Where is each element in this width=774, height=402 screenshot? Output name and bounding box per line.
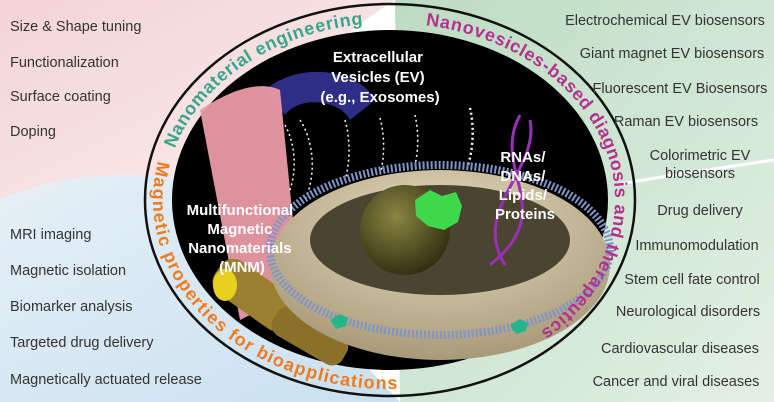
list-item: Raman EV biosensors bbox=[614, 114, 758, 130]
ev-label: Extracellular Vesicles (EV) (e.g., Exoso… bbox=[320, 49, 439, 106]
list-item: Electrochemical EV biosensors bbox=[565, 13, 765, 29]
ring-label-char: r bbox=[324, 13, 335, 34]
ring-label-char: a bbox=[149, 176, 170, 189]
ring-label-char: s bbox=[611, 187, 631, 198]
list-item: Stem cell fate control bbox=[624, 272, 759, 288]
ring-label-char: n bbox=[338, 10, 352, 31]
ring-label-char: N bbox=[425, 9, 441, 31]
list-item: Size & Shape tuning bbox=[10, 19, 141, 35]
ring-label-char: n bbox=[449, 14, 464, 36]
outer-ring bbox=[143, 2, 637, 398]
ring-label-char: p bbox=[304, 361, 320, 383]
list-item: Magnetic isolation bbox=[10, 263, 126, 279]
ring-label-char: a bbox=[610, 204, 631, 216]
ring-label-char: n bbox=[149, 200, 169, 212]
ring-label-char: g bbox=[350, 8, 363, 29]
ring-label-char: t bbox=[151, 222, 172, 232]
vesicle-illustration bbox=[266, 161, 614, 360]
list-item: Targeted drug delivery bbox=[10, 335, 154, 351]
mnm-label: Multifunctional Magnetic Nanomaterials (… bbox=[187, 202, 298, 276]
ring-label-char: i bbox=[284, 25, 296, 45]
ring-label-char: o bbox=[606, 157, 628, 172]
list-item: Neurological disorders bbox=[616, 304, 760, 320]
list-item: Fluorescent EV Biosensors bbox=[593, 81, 768, 97]
dna-illustration bbox=[489, 114, 533, 267]
nanorod-illustration bbox=[212, 258, 349, 366]
left-top-list: Size & Shape tuning Functionalization Su… bbox=[10, 19, 141, 140]
right-bottom-list: Drug delivery Immunomodulation Stem cell… bbox=[593, 203, 761, 390]
ring-label-char: n bbox=[609, 214, 630, 228]
list-item: Biomarker analysis bbox=[10, 299, 133, 315]
ring-label-char: s bbox=[387, 373, 397, 393]
right-top-list: Electrochemical EV biosensors Giant magn… bbox=[565, 13, 767, 182]
list-item: Cardiovascular diseases bbox=[601, 341, 759, 357]
list-item: Functionalization bbox=[10, 55, 119, 71]
ring-label-char: g bbox=[149, 188, 169, 200]
list-item: Giant magnet EV biosensors bbox=[580, 46, 765, 62]
ring-label-char: i bbox=[322, 366, 331, 387]
ring-label-char: i bbox=[610, 181, 630, 188]
magnetic-field-lines bbox=[284, 107, 474, 201]
ring-label-char: n bbox=[375, 373, 387, 393]
ring-label-char: t bbox=[350, 371, 358, 392]
ring-label-char: i bbox=[357, 371, 364, 391]
ring-label-char: a bbox=[339, 369, 353, 390]
list-item: Drug delivery bbox=[657, 203, 743, 219]
ring-label-char: M bbox=[151, 160, 174, 179]
list-item: biosensors bbox=[665, 166, 735, 182]
ring-label-char: l bbox=[316, 364, 326, 385]
ring-label-char: d bbox=[606, 225, 628, 240]
ring-label-char: s bbox=[608, 170, 629, 183]
list-item: Colorimetric EV bbox=[650, 148, 751, 164]
list-item: Immunomodulation bbox=[635, 238, 758, 254]
ring-label-char: c bbox=[328, 367, 342, 389]
list-item: Cancer and viral diseases bbox=[593, 374, 760, 390]
list-item: Doping bbox=[10, 124, 56, 140]
ring-label-char: o bbox=[363, 372, 375, 393]
list-item: Surface coating bbox=[10, 89, 111, 105]
list-item: Magnetically actuated release bbox=[10, 372, 202, 388]
protein-illustration bbox=[415, 190, 462, 230]
list-item: MRI imaging bbox=[10, 227, 91, 243]
ring-label-char: e bbox=[150, 211, 171, 223]
ring-label-char: o bbox=[461, 17, 477, 39]
ring-label-char: i bbox=[152, 228, 173, 237]
cargo-label: RNAs/ DNAs/ Lipids/ Proteins bbox=[495, 149, 555, 223]
left-bottom-list: MRI imaging Magnetic isolation Biomarker… bbox=[10, 227, 202, 388]
ring-label-char: i bbox=[332, 12, 341, 33]
ring-label-char: e bbox=[313, 15, 328, 37]
